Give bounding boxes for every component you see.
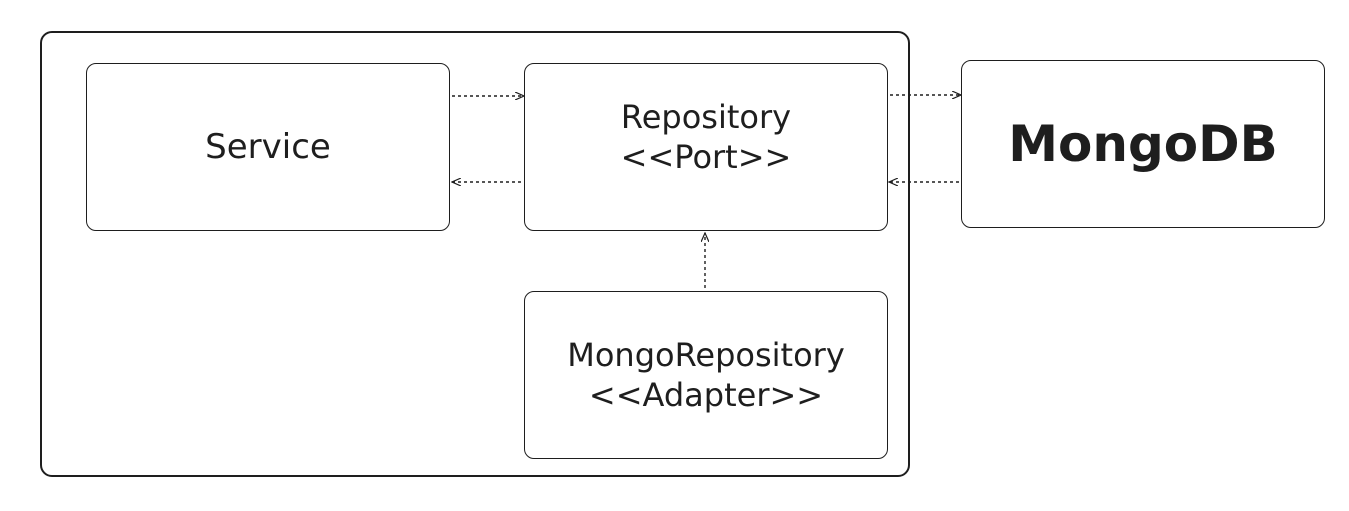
mongodb-label: MongoDB — [1008, 114, 1278, 173]
adapter-stereotype-label: <<Adapter>> — [588, 376, 824, 414]
mongodb-node[interactable]: MongoDB — [961, 60, 1325, 228]
port-stereotype-label: <<Port>> — [620, 138, 792, 176]
service-node[interactable]: Service — [86, 63, 450, 231]
application-boundary — [40, 31, 910, 477]
mongo-repository-label: MongoRepository — [567, 336, 845, 374]
mongo-repository-adapter-node[interactable]: MongoRepository <<Adapter>> — [524, 291, 888, 459]
service-label: Service — [205, 126, 331, 167]
repository-port-node[interactable]: Repository <<Port>> — [524, 63, 888, 231]
repository-label: Repository — [620, 98, 792, 136]
